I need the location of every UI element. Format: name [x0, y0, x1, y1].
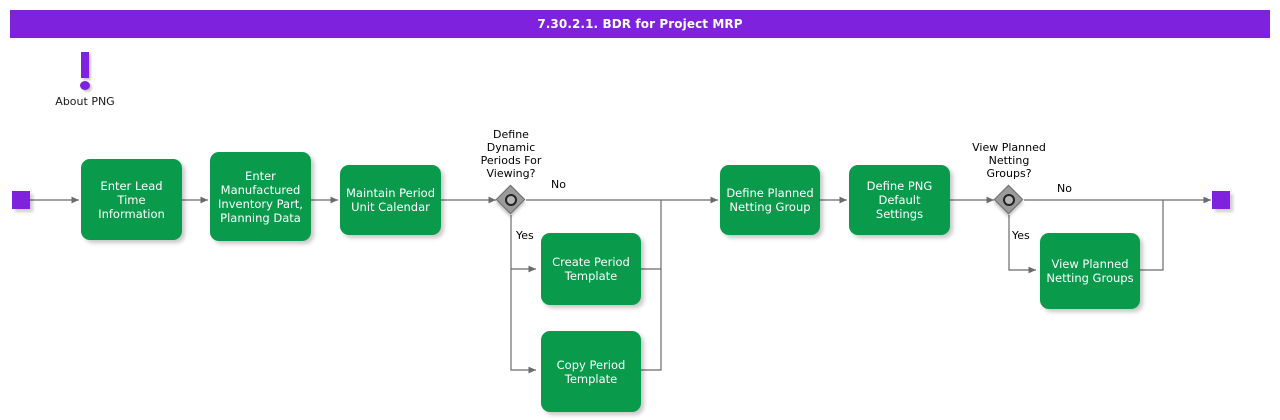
flow-label-gateway2-no: No [1057, 182, 1072, 195]
task-label: Define Planned Netting Group [726, 186, 814, 214]
task-copy-period-template[interactable]: Copy Period Template [541, 331, 641, 412]
task-label: Maintain Period Unit Calendar [346, 186, 436, 214]
task-define-png-default-settings[interactable]: Define PNG Default Settings [849, 165, 950, 235]
flow-gateway1-yes-to-copy [510, 269, 536, 374]
start-event[interactable] [12, 191, 30, 209]
flow-copy-to-merge [641, 269, 662, 371]
task-label: Copy Period Template [556, 357, 626, 386]
gateway-caption-define-dynamic-periods: Define Dynamic Periods For Viewing? [480, 128, 542, 180]
task-maintain-period-unit-calendar[interactable]: Maintain Period Unit Calendar [340, 165, 441, 235]
exclamation-dot [80, 81, 90, 90]
flow-label-gateway1-no: No [551, 178, 566, 191]
task-label: Create Period Template [552, 255, 630, 283]
task-enter-manufactured-inventory-part-planning-data[interactable]: Enter Manufactured Inventory Part, Plann… [210, 152, 311, 241]
page-title-bar: 7.30.2.1. BDR for Project MRP [10, 10, 1270, 38]
flow-label-gateway2-yes: Yes [1012, 229, 1030, 242]
gateway-caption-view-planned-netting-groups: View Planned Netting Groups? [972, 141, 1046, 180]
task-label: View Planned Netting Groups [1046, 257, 1134, 285]
task-enter-lead-time-information[interactable]: Enter Lead Time Information [81, 159, 182, 240]
exclamation-icon [53, 50, 117, 94]
page-title: 7.30.2.1. BDR for Project MRP [537, 17, 743, 31]
task-label: Define PNG Default Settings [866, 179, 933, 221]
flow-label-gateway1-yes: Yes [516, 229, 534, 242]
end-event[interactable] [1212, 191, 1230, 209]
task-create-period-template[interactable]: Create Period Template [541, 233, 641, 305]
task-define-planned-netting-group[interactable]: Define Planned Netting Group [720, 165, 820, 235]
inclusive-gateway-circle-icon [1003, 194, 1015, 206]
gateway-view-planned-netting-groups[interactable] [993, 184, 1024, 215]
exclamation-bar [81, 52, 89, 78]
task-view-planned-netting-groups[interactable]: View Planned Netting Groups [1040, 233, 1140, 309]
flow-create-to-merge [641, 200, 662, 270]
gateway-define-dynamic-periods[interactable] [495, 184, 526, 215]
flow-gateway1-yes-to-create [510, 215, 536, 273]
inclusive-gateway-circle-icon [505, 194, 517, 206]
about-png-note[interactable]: About PNG [53, 50, 117, 108]
task-label: Enter Manufactured Inventory Part, Plann… [218, 168, 303, 225]
flow-view-to-merge [1140, 200, 1164, 271]
flow-gateway2-yes-to-view [1008, 215, 1036, 274]
task-label: Enter Lead Time Information [98, 178, 165, 221]
about-png-label: About PNG [55, 95, 115, 108]
